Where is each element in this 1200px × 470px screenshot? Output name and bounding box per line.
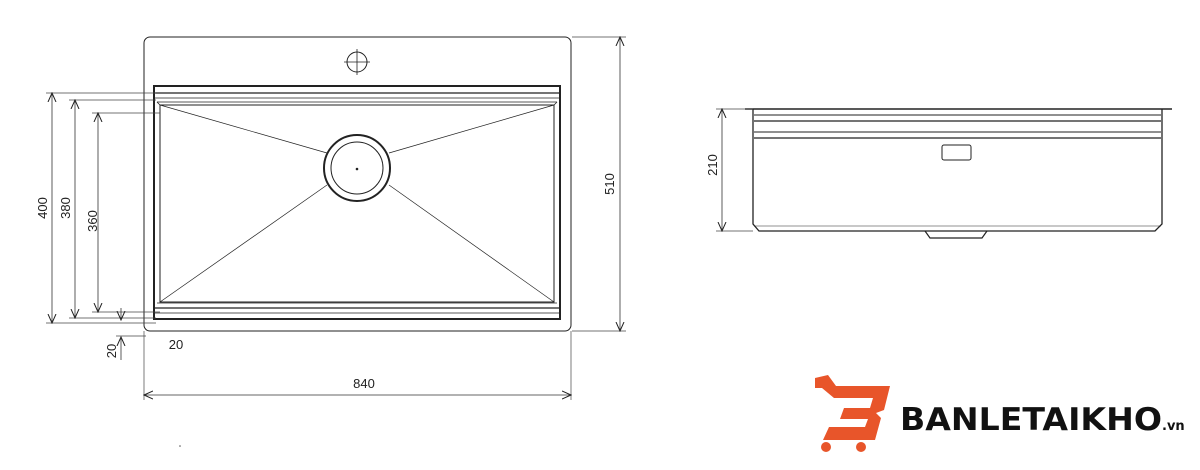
countertop-plate bbox=[143, 36, 572, 332]
extension-lines bbox=[46, 36, 626, 400]
overflow-slot bbox=[941, 144, 972, 161]
drain-outlet bbox=[924, 230, 988, 239]
side-view: 210 bbox=[705, 109, 1172, 239]
dim-label-360: 360 bbox=[85, 210, 100, 232]
brand-name: BANLETAIKHO bbox=[900, 402, 1162, 438]
tap-hole-icon bbox=[344, 49, 370, 75]
dim-label-20-horizontal: 20 bbox=[169, 337, 183, 352]
brand-domain-suffix: .vn bbox=[1162, 419, 1185, 434]
dim-label-20-vertical: 20 bbox=[104, 344, 119, 358]
top-view: 400 380 360 20 20 840 510 bbox=[35, 37, 626, 447]
dim-label-840: 840 bbox=[353, 376, 375, 391]
dim-label-380: 380 bbox=[58, 197, 73, 219]
basin bbox=[153, 85, 561, 320]
shopping-cart-logo-icon bbox=[815, 375, 890, 452]
dim-label-510: 510 bbox=[602, 173, 617, 195]
dim-label-400: 400 bbox=[35, 197, 50, 219]
dim-label-210: 210 bbox=[705, 154, 720, 176]
brand-logo: BANLETAIKHO .vn bbox=[815, 375, 1185, 452]
drain-icon bbox=[323, 134, 391, 202]
